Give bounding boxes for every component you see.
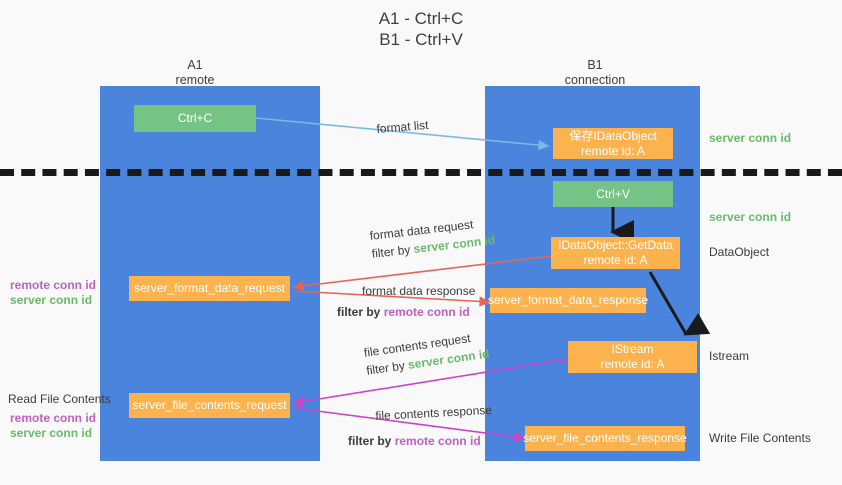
- box-server-format-data-request-label: server_format_data_request: [134, 281, 285, 295]
- box-ctrl-c[interactable]: Ctrl+C: [134, 105, 256, 132]
- title-line-2: B1 - Ctrl+V: [379, 30, 463, 49]
- column-header-b1: B1 connection: [520, 58, 670, 88]
- box-istream[interactable]: IStream remote id: A: [568, 341, 697, 373]
- box-getdata[interactable]: IDataObject::GetData remote id: A: [551, 237, 680, 269]
- filter-key-remote-conn-id: remote conn id: [383, 305, 470, 319]
- annotation-server-conn-id-top: server conn id: [709, 131, 792, 145]
- arrow-file-contents-response: [293, 407, 526, 442]
- edge-label-file-contents-response-filter: filter by remote conn id: [348, 434, 481, 449]
- box-server-format-data-response-label: server_format_data_response: [487, 293, 649, 307]
- column-header-b1-name: B1: [587, 58, 603, 72]
- arrow-format-data-request: [292, 255, 553, 291]
- box-istream-line2: remote id: A: [600, 357, 665, 371]
- page-title: A1 - Ctrl+C B1 - Ctrl+V: [0, 8, 842, 50]
- filter-prefix: filter by: [337, 305, 384, 319]
- arrow-format-list: [255, 117, 550, 151]
- filter-prefix: filter by: [348, 434, 395, 448]
- annotation-write-file-contents: Write File Contents: [709, 431, 811, 445]
- box-save-idataobject[interactable]: 保存IDataObject remote id: A: [553, 128, 673, 159]
- box-ctrl-c-label: Ctrl+C: [177, 111, 213, 125]
- column-header-a1: A1 remote: [120, 58, 270, 88]
- box-save-idataobject-line2: remote id: A: [580, 143, 646, 158]
- edge-label-format-data-response: format data response: [362, 284, 476, 298]
- phase-divider: [0, 169, 842, 176]
- filter-key-remote-conn-id: remote conn id: [394, 434, 481, 448]
- box-server-format-data-response[interactable]: server_format_data_response: [487, 288, 649, 313]
- box-getdata-line2: remote id: A: [583, 253, 648, 267]
- column-header-a1-name: A1: [187, 58, 203, 72]
- edge-label-format-data-response-filter: filter by remote conn id: [337, 305, 470, 320]
- box-server-file-contents-response-label: server_file_contents_response: [523, 431, 687, 445]
- column-header-b1-sub: connection: [564, 73, 626, 87]
- annotation-istream: Istream: [709, 349, 750, 363]
- annotation-server-conn-id-mid: server conn id: [709, 210, 792, 224]
- box-ctrl-v[interactable]: Ctrl+V: [553, 181, 673, 207]
- annotation-read-file-contents: Read File Contents: [8, 392, 111, 406]
- title-line-1: A1 - Ctrl+C: [378, 9, 464, 28]
- box-server-file-contents-response[interactable]: server_file_contents_response: [523, 426, 687, 451]
- box-ctrl-v-label: Ctrl+V: [596, 186, 630, 201]
- box-save-idataobject-line1: 保存IDataObject: [569, 128, 657, 143]
- annotation-server-conn-id-1: server conn id: [10, 293, 93, 307]
- box-server-file-contents-request[interactable]: server_file_contents_request: [129, 393, 290, 418]
- box-istream-line1: IStream: [611, 342, 654, 356]
- column-header-a1-sub: remote: [175, 73, 215, 87]
- annotation-remote-conn-id-1: remote conn id: [10, 278, 97, 292]
- annotation-remote-conn-id-2: remote conn id: [10, 411, 97, 425]
- arrow-getdata-to-istream: [648, 271, 711, 336]
- annotation-conn-id-group-2: remote conn id server conn id: [10, 411, 96, 441]
- annotation-dataobject: DataObject: [709, 245, 770, 259]
- box-getdata-line1: IDataObject::GetData: [558, 238, 673, 252]
- arrow-file-contents-request: [292, 358, 569, 407]
- box-server-format-data-request[interactable]: server_format_data_request: [129, 276, 290, 301]
- annotation-conn-id-group-1: remote conn id server conn id: [10, 278, 96, 308]
- arrow-format-data-response: [293, 290, 491, 307]
- annotation-server-conn-id-2: server conn id: [10, 426, 93, 440]
- box-server-file-contents-request-label: server_file_contents_request: [132, 398, 287, 412]
